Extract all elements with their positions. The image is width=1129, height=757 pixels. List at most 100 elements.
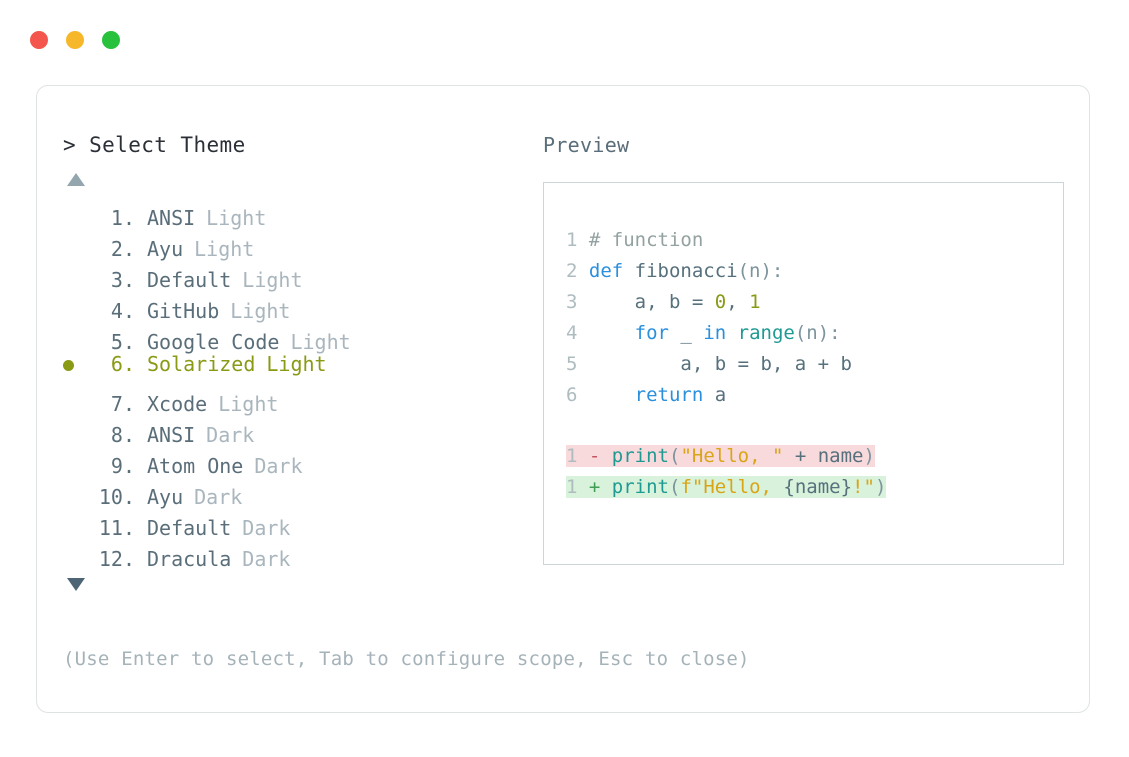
theme-item-index: 5. [110, 330, 135, 354]
selection-bullet-cell [63, 256, 89, 287]
line-number: 1 [566, 229, 589, 251]
code-token: in [703, 322, 727, 344]
selection-bullet-cell [63, 287, 89, 318]
code-token [589, 322, 635, 344]
theme-item-index: 1. [110, 206, 135, 230]
line-number: 3 [566, 291, 589, 313]
theme-item-variant: Light [194, 237, 255, 261]
selection-bullet-cell [63, 535, 89, 566]
selection-bullet-cell [63, 318, 89, 349]
theme-list-item[interactable]: 3. Default Light [63, 256, 533, 292]
code-token: _ [668, 322, 704, 344]
close-button[interactable] [30, 31, 48, 49]
theme-item-variant: Light [242, 268, 303, 292]
theme-item-name: Ayu [147, 485, 184, 509]
code-token: name [817, 445, 864, 467]
theme-item-name: GitHub [147, 299, 220, 323]
theme-item-name: Default [147, 268, 232, 292]
theme-item-index: 9. [110, 454, 135, 478]
selection-bullet-cell [63, 380, 89, 411]
code-token: a [703, 384, 727, 406]
theme-item-name: ANSI [147, 206, 196, 230]
line-number: 2 [566, 260, 589, 282]
theme-item-index: 2. [110, 237, 135, 261]
code-token: def [588, 260, 635, 282]
theme-item-name: Xcode [147, 392, 208, 416]
theme-item-variant: Light [230, 299, 291, 323]
code-token: + [783, 445, 818, 467]
theme-item-name: Google Code [147, 330, 280, 354]
code-line: 2 def fibonacci(n): [566, 256, 1063, 287]
selection-bullet-cell [63, 504, 89, 535]
theme-item-variant: Light [218, 392, 279, 416]
code-token: a, b = b, a + b [588, 353, 852, 375]
code-token: 1 [749, 291, 761, 313]
selection-bullet-cell [63, 442, 89, 473]
code-line: 3 a, b = 0, 1 [566, 287, 1063, 318]
code-token: (n): [737, 260, 784, 282]
code-token: (n): [794, 322, 841, 344]
line-number: 5 [566, 353, 589, 375]
selected-bullet-icon [63, 360, 74, 371]
code-token: ( [668, 476, 681, 498]
code-token: print [611, 445, 669, 467]
code-token: # function [588, 229, 704, 251]
code-token: ) [874, 476, 887, 498]
code-line: 6 return a [566, 380, 1063, 411]
theme-item-variant: Dark [254, 454, 303, 478]
code-token: ! [852, 476, 864, 498]
code-token: {name} [783, 476, 853, 498]
theme-item-name: Default [147, 516, 232, 540]
diff-highlight: 1 - print("Hello, " + name) [566, 445, 875, 467]
keyboard-hint: (Use Enter to select, Tab to configure s… [63, 648, 750, 670]
theme-item-name: Dracula [147, 547, 232, 571]
line-number: 6 [566, 384, 589, 406]
minimize-button[interactable] [66, 31, 84, 49]
line-number: 4 [566, 322, 589, 344]
triangle-up-icon[interactable] [67, 173, 85, 186]
theme-item-name: Solarized [147, 352, 256, 376]
code-token: range [737, 322, 795, 344]
code-token: ( [668, 445, 681, 467]
code-token: 0 [714, 291, 727, 313]
diff-marker: + [588, 476, 612, 498]
diff-line-del: 1 - print("Hello, " + name) [566, 441, 1063, 472]
code-token: for [634, 322, 669, 344]
prompt-caret: > [63, 133, 77, 157]
triangle-down-icon[interactable] [67, 578, 85, 591]
code-token [589, 384, 635, 406]
code-token [726, 322, 737, 344]
code-token: ) [863, 445, 875, 467]
code-line: 4 for _ in range(n): [566, 318, 1063, 349]
theme-item-index: 3. [110, 268, 135, 292]
theme-item-variant: Light [266, 352, 327, 376]
code-token: " [863, 476, 875, 498]
theme-item-index: 8. [110, 423, 135, 447]
selection-bullet-cell [63, 473, 89, 504]
maximize-button[interactable] [102, 31, 120, 49]
selection-bullet-cell [63, 411, 89, 442]
preview-label: Preview [543, 133, 630, 157]
code-token: a, b = [588, 291, 715, 313]
line-number: 1 [566, 476, 589, 498]
theme-item-variant: Light [206, 206, 267, 230]
selection-bullet-cell [63, 225, 89, 256]
diff-marker: - [588, 445, 612, 467]
theme-list-item[interactable]: 1. ANSI Light [63, 194, 533, 230]
theme-item-variant: Dark [206, 423, 255, 447]
